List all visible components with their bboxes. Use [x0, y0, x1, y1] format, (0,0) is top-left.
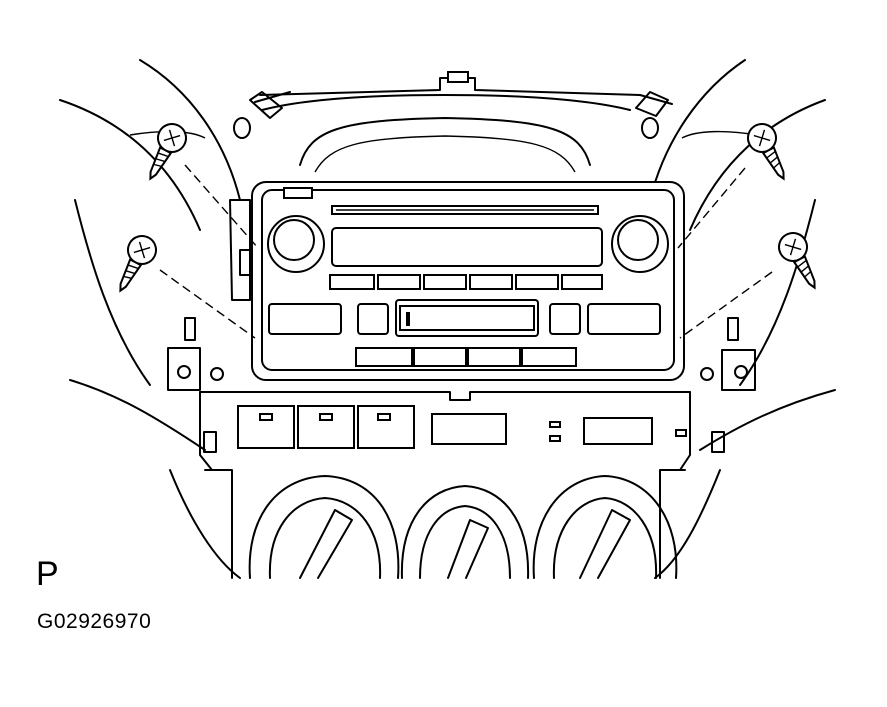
top-bezel — [233, 71, 673, 173]
knob-icon — [611, 215, 669, 273]
screw-icon — [119, 235, 157, 293]
screw-icon — [149, 123, 187, 181]
knob-icon — [267, 215, 325, 273]
figure-code: G02926970 — [37, 610, 152, 633]
lower-switch-panel — [199, 391, 725, 579]
alignment-lines — [159, 164, 773, 339]
hvac-dial-icon — [248, 475, 400, 579]
screw-icon — [747, 123, 785, 181]
hvac-dial-icon — [400, 485, 530, 579]
view-label: P — [36, 555, 59, 593]
screw-icon — [778, 232, 816, 290]
radio-unit — [251, 181, 685, 381]
hvac-dial-icon — [532, 475, 678, 579]
